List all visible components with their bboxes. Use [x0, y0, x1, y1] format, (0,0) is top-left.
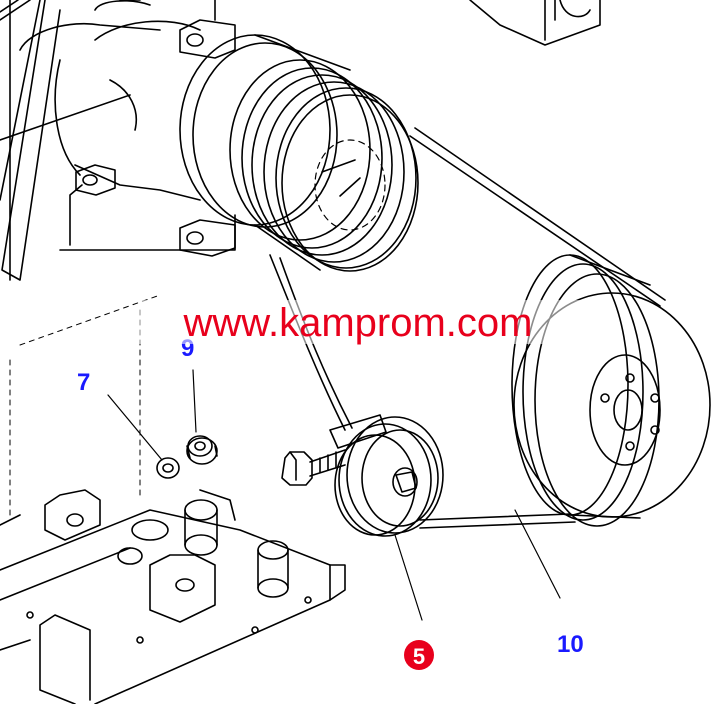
engine-block-upper: [0, 0, 236, 281]
hidden-lines: [9, 294, 161, 521]
washer-part: [156, 457, 180, 479]
idler-bolt: [281, 449, 346, 486]
callout-7: 7: [77, 369, 90, 396]
callout-5: 5: [413, 644, 425, 669]
callout-10: 10: [557, 631, 584, 658]
mounting-bracket: [75, 19, 236, 257]
engine-block-lower: [0, 489, 346, 704]
nut-part: [186, 435, 218, 465]
watermark-text: www.kamprom.com: [183, 301, 533, 345]
compressor-pulley: [179, 34, 419, 272]
crank-pulley: [511, 254, 711, 527]
drive-belt: [269, 127, 666, 529]
callout-5-marker: 5: [404, 640, 434, 670]
tensioner-pulley: [329, 414, 444, 537]
upper-right-bracket: [469, 0, 601, 46]
leader-lines: [107, 369, 561, 621]
